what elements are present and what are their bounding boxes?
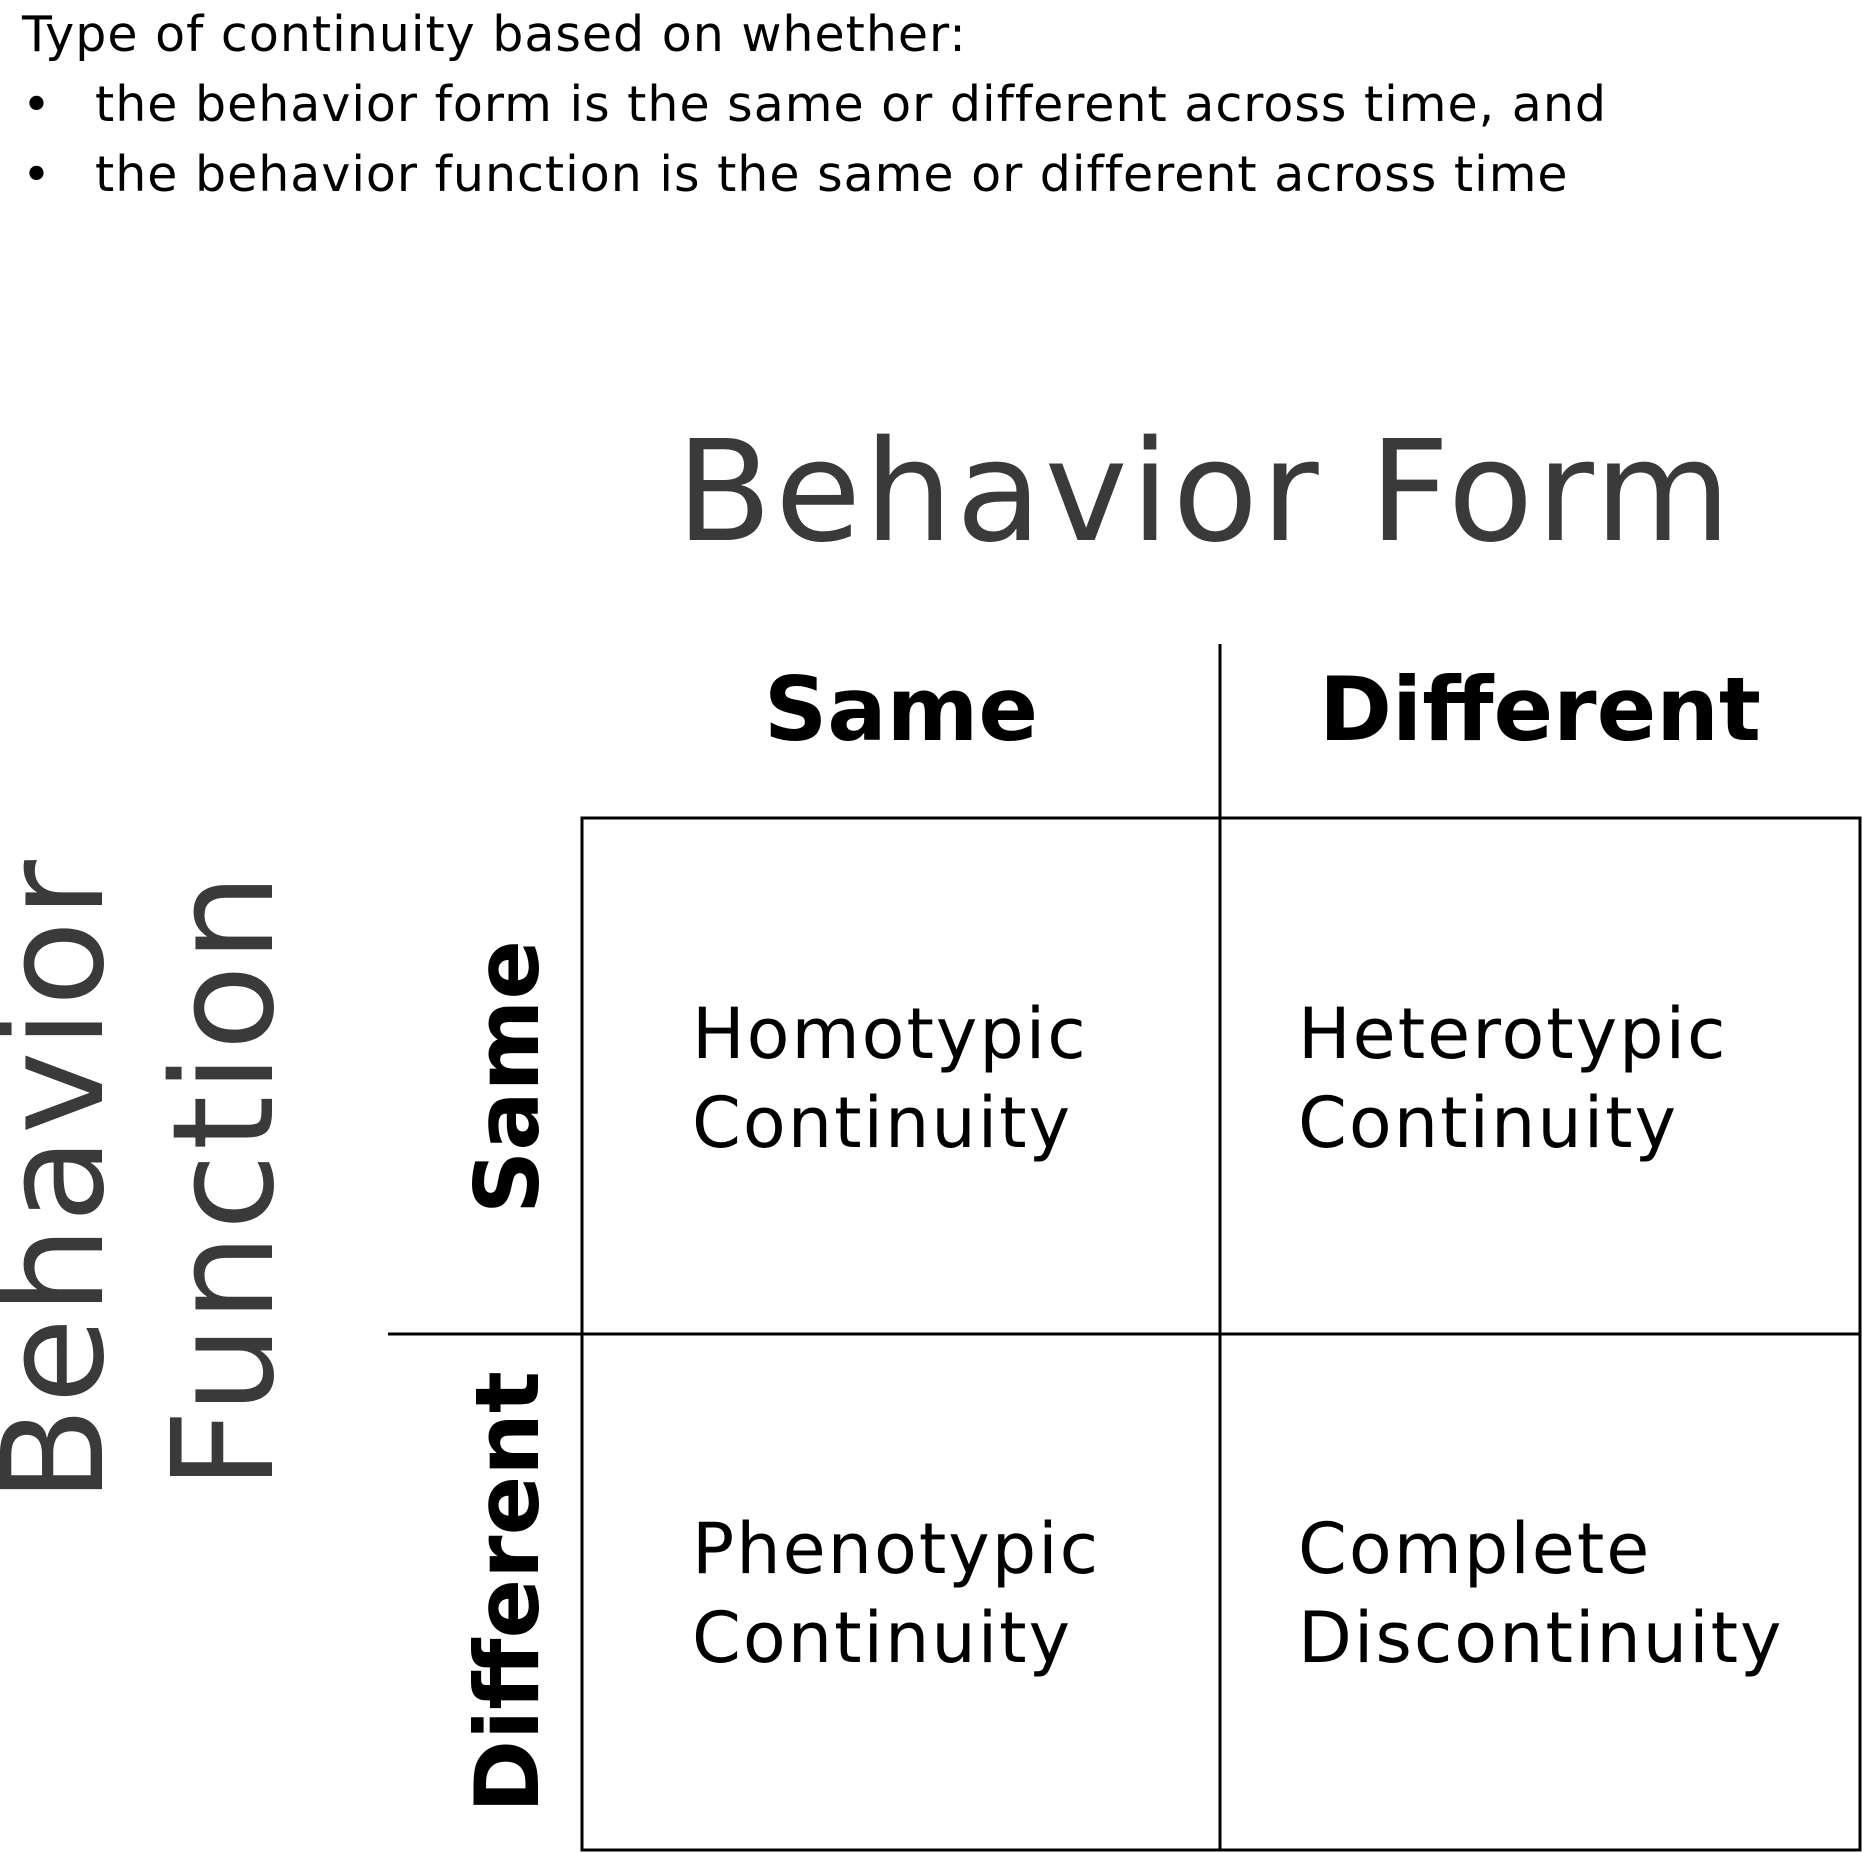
row-header-same: Same — [456, 939, 559, 1215]
column-header-same: Same — [763, 658, 1039, 761]
cell-heterotypic-continuity: Heterotypic Continuity — [1298, 990, 1728, 1168]
cell-line: Discontinuity — [1298, 1597, 1784, 1679]
bullet-text: the behavior form is the same or differe… — [95, 76, 1607, 133]
cell-line: Continuity — [692, 1597, 1073, 1679]
column-header-different: Different — [1319, 658, 1761, 761]
bullet-symbol: • — [22, 76, 52, 133]
bullet-symbol: • — [22, 146, 52, 203]
cell-line: Homotypic — [692, 993, 1088, 1075]
bullet-text: the behavior function is the same or dif… — [95, 146, 1569, 203]
behavior-form-title: Behavior Form — [676, 411, 1734, 574]
intro-heading: Type of continuity based on whether: — [22, 6, 967, 63]
behavior-function-title: Behavior Function — [0, 630, 306, 1730]
intro-bullet-1: • the behavior form is the same or diffe… — [22, 70, 1842, 140]
cell-line: Complete — [1298, 1508, 1652, 1590]
cell-complete-discontinuity: Complete Discontinuity — [1298, 1505, 1783, 1683]
intro-bullet-2: • the behavior function is the same or d… — [22, 140, 1842, 210]
cell-phenotypic-continuity: Phenotypic Continuity — [692, 1505, 1100, 1683]
cell-line: Continuity — [692, 1082, 1073, 1164]
cell-homotypic-continuity: Homotypic Continuity — [692, 990, 1088, 1168]
intro-text: Type of continuity based on whether: • t… — [22, 0, 1842, 210]
behavior-function-title-line2: Function — [143, 870, 306, 1490]
cell-line: Phenotypic — [692, 1508, 1101, 1590]
cell-line: Heterotypic — [1298, 993, 1728, 1075]
behavior-function-title-line1: Behavior — [0, 857, 136, 1503]
row-header-different: Different — [456, 1371, 559, 1813]
cell-line: Continuity — [1298, 1082, 1679, 1164]
